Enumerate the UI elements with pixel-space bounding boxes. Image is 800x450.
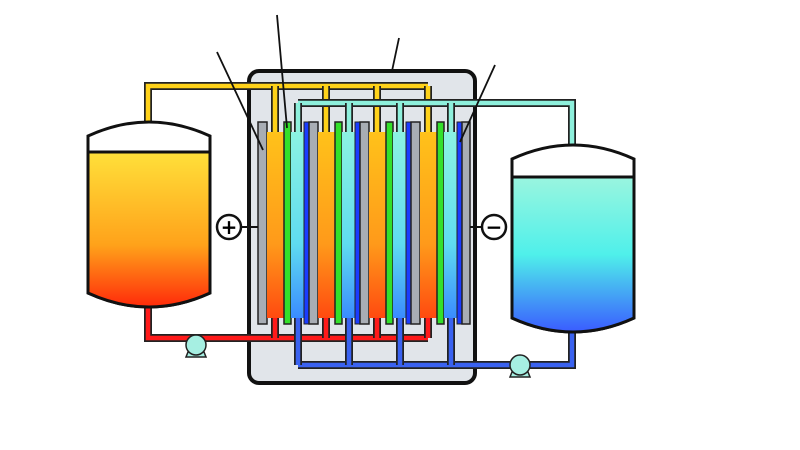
membrane-2: [334, 121, 343, 325]
anolyte-half-cell-4: [444, 132, 457, 318]
negative-terminal-label: −: [486, 215, 503, 239]
catholyte-half-cell-3: [369, 132, 386, 318]
catholyte-pump: [185, 334, 207, 356]
catholyte-return-pipe: [145, 305, 428, 341]
anolyte-return-pipe: [298, 328, 575, 368]
membrane-1: [283, 121, 292, 325]
bipolar-plate-3: [359, 121, 370, 325]
catholyte-half-cell-4: [420, 132, 437, 318]
membrane-3: [385, 121, 394, 325]
anolyte-supply-pipe: [298, 100, 575, 145]
anolyte-tank-electrolyte: [510, 175, 636, 334]
catholyte-tank-electrolyte: [86, 150, 212, 309]
bipolar-plate-1: [257, 121, 268, 325]
anolyte-half-cell-3: [393, 132, 406, 318]
catholyte-half-cell-1: [267, 132, 284, 318]
callout-line-1: [216, 51, 264, 151]
end-plate-negative: [461, 121, 471, 325]
callout-line-2: [276, 14, 288, 129]
callout-line-4: [459, 64, 496, 143]
positive-terminal: +: [215, 213, 243, 241]
anolyte-pump: [509, 354, 531, 376]
callout-line-3: [391, 37, 400, 72]
anolyte-half-cell-1: [291, 132, 304, 318]
membrane-4: [436, 121, 445, 325]
bipolar-plate-2: [308, 121, 319, 325]
catholyte-half-cell-2: [318, 132, 335, 318]
catholyte-supply-pipe: [145, 83, 428, 122]
positive-terminal-label: +: [221, 215, 238, 239]
anolyte-half-cell-2: [342, 132, 355, 318]
bipolar-plate-4: [410, 121, 421, 325]
negative-terminal: −: [480, 213, 508, 241]
